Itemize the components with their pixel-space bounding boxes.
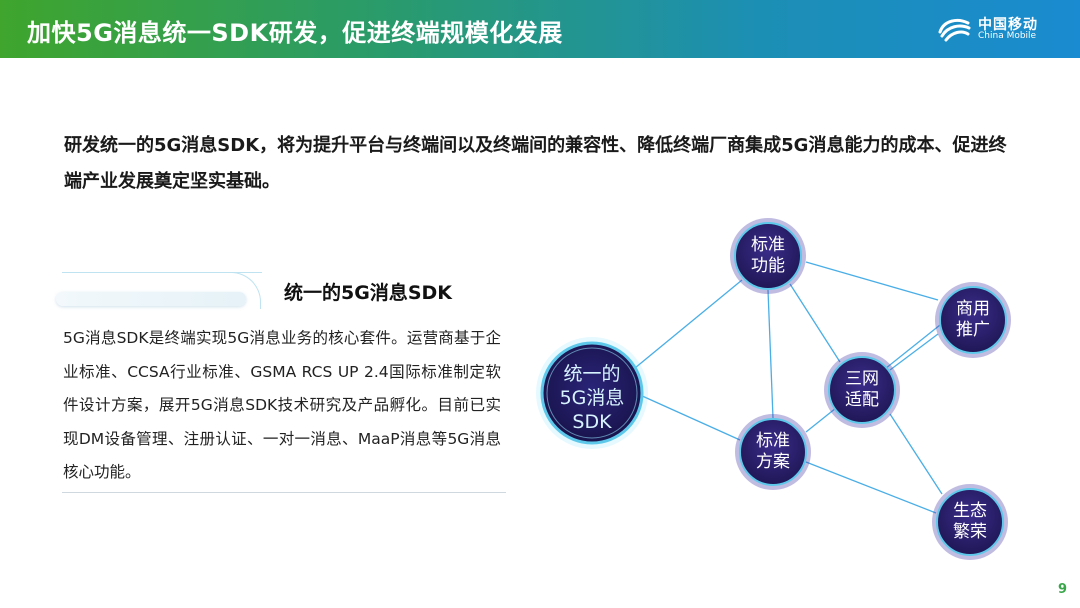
center-label-line3: SDK — [572, 411, 612, 433]
intro-paragraph: 研发统一的5G消息SDK，将为提升平台与终端间以及终端间的兼容性、降低终端厂商集… — [64, 135, 1007, 192]
node-label-line2: 繁荣 — [953, 522, 987, 542]
node-label-line1: 标准 — [756, 431, 790, 451]
page-title: 加快5G消息统一SDK研发，促进终端规模化发展 — [27, 19, 563, 47]
section-body: 5G消息SDK是终端实现5G消息业务的核心套件。运营商基于企业标准、CCSA行业… — [63, 329, 501, 482]
center-node — [536, 337, 648, 449]
section-decor-pill — [56, 292, 246, 306]
node-label-line1: 商用 — [956, 299, 990, 319]
diagram-edges — [634, 261, 943, 514]
node-label-shengtai-fanrong: 生态 繁荣 — [930, 501, 1010, 543]
node-biaozhun-gongneng — [730, 218, 806, 294]
section-divider — [62, 272, 262, 273]
edge-shangyong-sanwang — [889, 333, 939, 371]
node-label-line2: 推广 — [956, 320, 990, 340]
node-label-sanwang-shipei: 三网 适配 — [822, 369, 902, 411]
node-shengtai-fanrong — [932, 484, 1008, 560]
edge-gongneng-fangan — [767, 289, 774, 419]
section-bottom-rule — [62, 492, 506, 493]
china-mobile-logo-icon — [938, 18, 971, 42]
china-mobile-logo: 中国移动 China Mobile — [936, 12, 1066, 46]
node-biaozhun-fangan — [735, 414, 811, 490]
header-bar: 加快5G消息统一SDK研发，促进终端规模化发展 中国移动 China Mobil… — [0, 0, 1080, 58]
node-label-line2: 方案 — [756, 452, 790, 472]
node-label-line2: 功能 — [751, 256, 785, 276]
center-label-line2: 5G消息 — [559, 387, 625, 409]
edge-fangan-shengtai — [805, 461, 937, 514]
node-label-line1: 三网 — [845, 369, 879, 389]
node-label-line2: 适配 — [845, 390, 879, 410]
edge-center-biaozhun-gongneng — [634, 279, 743, 369]
node-label-line1: 标准 — [751, 235, 785, 255]
node-sanwang-shipei — [824, 352, 900, 428]
center-node-label: 统一的 5G消息 SDK — [542, 362, 642, 434]
edge-gongneng-sanwang — [789, 283, 841, 363]
edge-sanwang-shengtai — [889, 413, 943, 495]
edge-gongneng-shangyong — [805, 261, 939, 301]
node-label-biaozhun-fangan: 标准 方案 — [733, 431, 813, 473]
logo-text-en: China Mobile — [978, 31, 1037, 41]
center-label-line1: 统一的 — [563, 363, 621, 385]
node-shangyong-tuiguang — [935, 282, 1011, 358]
page-number: 9 — [1058, 582, 1068, 597]
node-label-biaozhun-gongneng: 标准 功能 — [728, 235, 808, 277]
logo-text-cn: 中国移动 — [978, 17, 1038, 33]
node-label-line1: 生态 — [953, 501, 987, 521]
edge-center-biaozhun-fangan — [639, 394, 741, 441]
node-label-shangyong-tuiguang: 商用 推广 — [933, 299, 1013, 341]
section-title: 统一的5G消息SDK — [284, 282, 452, 304]
